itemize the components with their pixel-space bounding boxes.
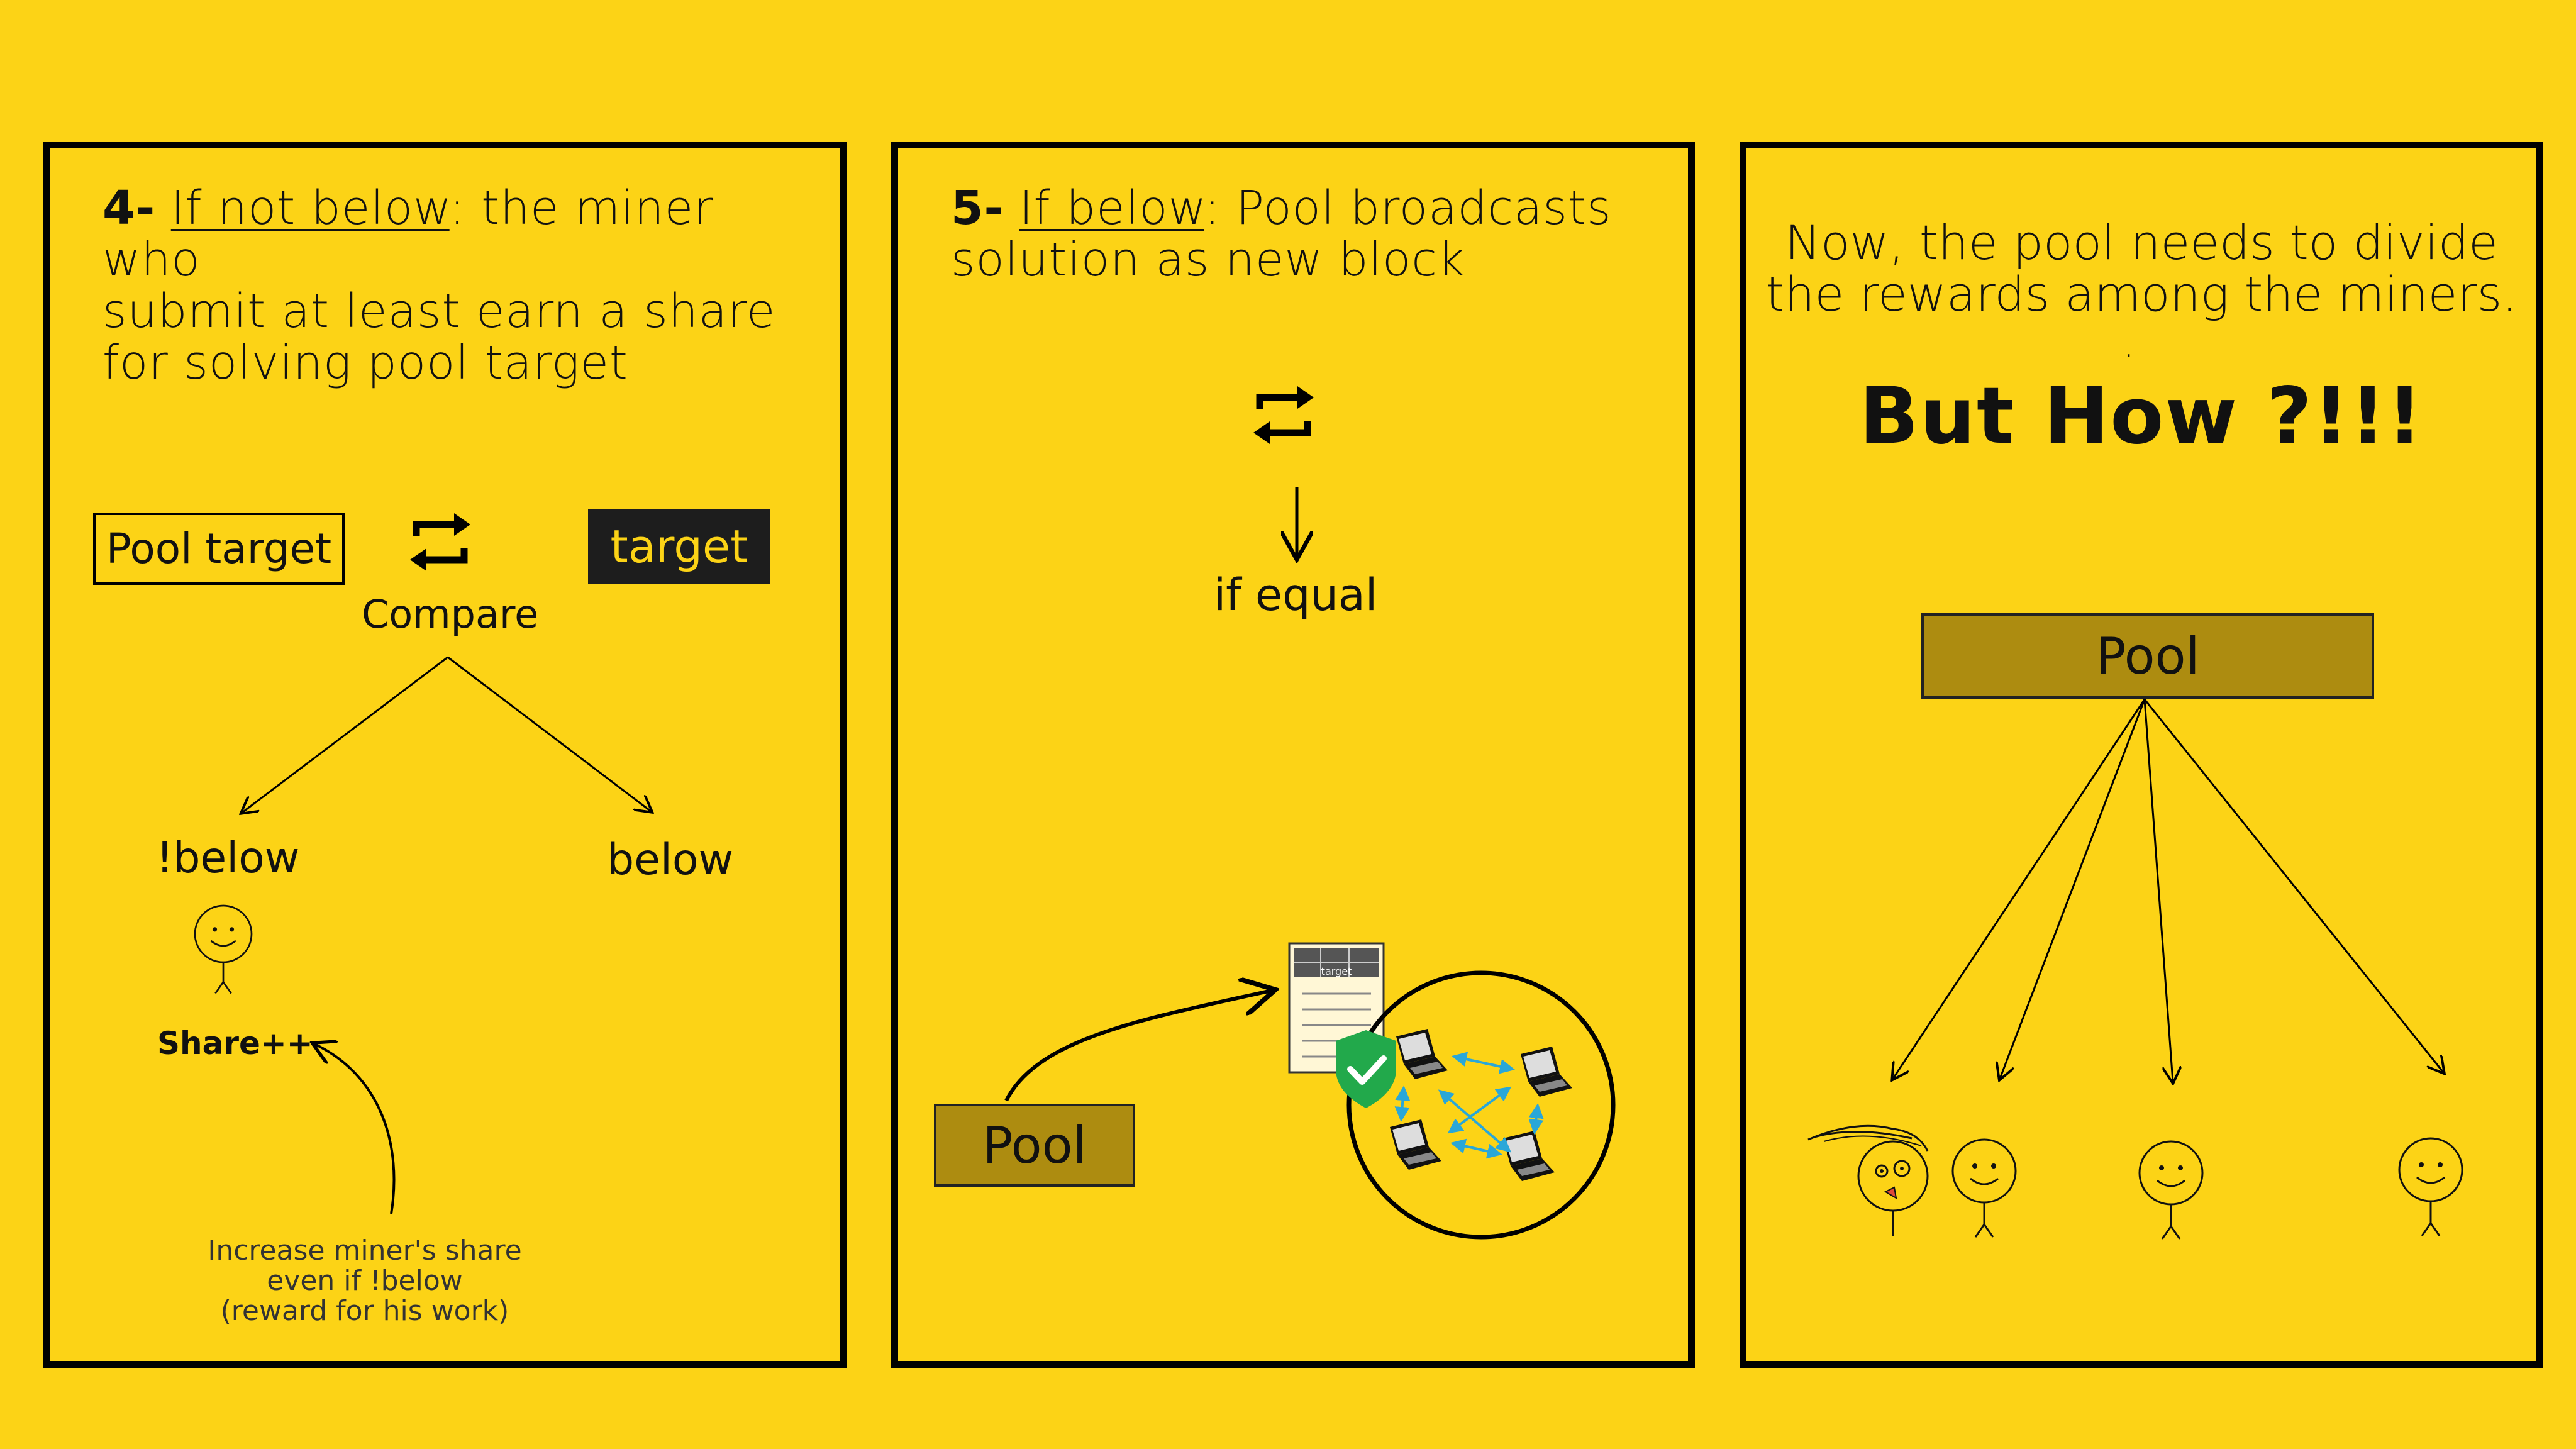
block-header-label: target [1321,965,1352,977]
miner-network-icon [1346,970,1616,1240]
share-note-line1: Increase miner's share [208,1235,522,1267]
share-note-line3: (reward for his work) [220,1295,509,1327]
step-4-heading: 4- If not below: the miner who submit at… [103,182,826,389]
arrow-to-not-below [242,656,448,813]
arrow-to-below [447,656,651,811]
miner-icon-4 [2398,1137,2463,1237]
swap-arrows-icon-step5 [1253,386,1314,444]
step-4-text-line2: submit at least earn a share [103,284,776,338]
pool-box-step5: Pool [934,1104,1135,1187]
below-label: below [607,835,734,885]
not-below-label: !below [156,833,300,883]
step-5-condition: If below [1019,181,1204,235]
step-5-heading: 5- If below: Pool broadcasts solution as… [951,182,1674,286]
compare-label: Compare [362,591,539,637]
step-4-number: 4- [103,181,156,235]
shield-check-icon [1336,1030,1396,1108]
pool-label-rewards: Pool [2096,626,2200,686]
share-increment-label: Share++ [157,1025,313,1062]
target-label: target [610,520,748,573]
curved-arrow-to-share [314,1044,396,1214]
target-box: target [588,509,770,584]
step-5-text-line1: : Pool broadcasts [1204,181,1612,235]
share-note-line2: even if !below [267,1265,463,1297]
pool-box-rewards: Pool [1921,613,2374,699]
step-4-condition: If not below [170,181,450,235]
panel-step-5 [891,142,1695,1368]
dot-mark: . [2126,340,2132,362]
panel-step-4 [43,142,847,1368]
pool-target-box: Pool target [93,513,345,585]
step-4-text-line1: : the miner who [103,181,714,287]
swap-arrows-icon [410,513,470,571]
rewards-text-line1: Now, the pool needs to divide [1785,214,2498,270]
pool-target-label: Pool target [106,525,332,573]
panel-rewards [1740,142,2543,1368]
miner-stickman-icon [194,904,253,994]
if-equal-label: if equal [1213,569,1378,621]
step-5-number: 5- [951,181,1004,235]
share-note: Increase miner's share even if !below (r… [176,1236,553,1326]
step-4-text-line3: for solving pool target [103,336,628,390]
but-how-question: But How ?!!! [1859,371,2424,462]
pool-label-step5: Pool [982,1116,1087,1175]
miner-icon-3 [2138,1140,2204,1240]
pool-to-miners-arrows [1893,699,2443,1082]
pool-to-block-arrow [1004,991,1272,1102]
rewards-text-line2: the rewards among the miners. [1765,266,2518,322]
rewards-text: Now, the pool needs to divide the reward… [1761,217,2522,320]
step-5-text-line2: solution as new block [951,233,1465,287]
confused-miner-icon [1807,1124,1929,1236]
miner-icon-2 [1951,1138,2017,1238]
